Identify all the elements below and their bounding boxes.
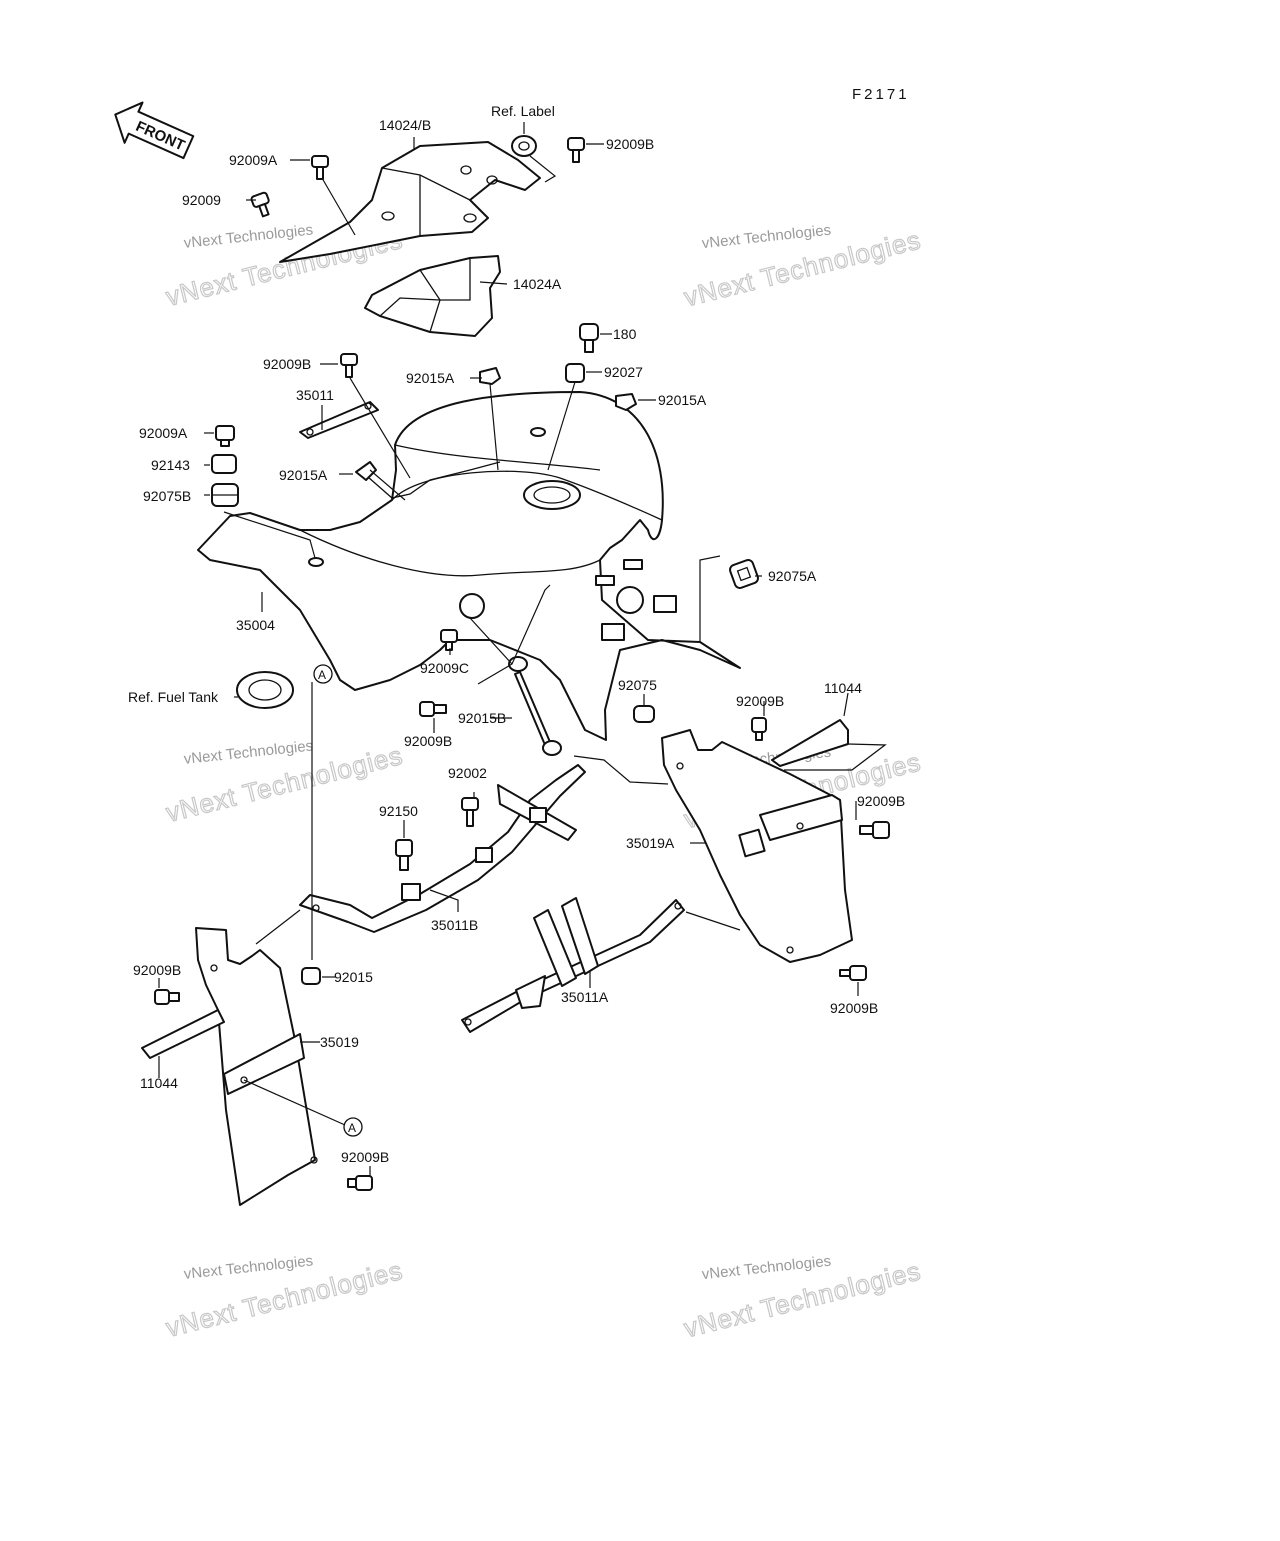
rear-fender — [197, 391, 741, 741]
figure-code: F2171 — [852, 86, 910, 103]
label-92009b-35011: 92009B — [263, 356, 311, 372]
bracket-35011a — [461, 897, 685, 1033]
front-arrow-icon: FRONT — [114, 101, 195, 160]
bar-11044-left — [141, 1009, 225, 1059]
label-14024a: 14024A — [513, 276, 562, 292]
callout-a-upper: A — [313, 664, 333, 684]
label-92009-top: 92009 — [182, 192, 221, 208]
label-92009a-top: 92009A — [229, 152, 278, 168]
watermark-mid-left: vNext Technologies vNext Technologies — [162, 737, 406, 828]
grommet-92075-icon — [633, 705, 655, 723]
part-labels: Ref. Label 14024/B 92009B 92009A 92009 1… — [128, 103, 905, 1165]
label-92015b: 92015B — [458, 710, 506, 726]
label-92015a-left: 92015A — [279, 467, 328, 483]
label-14024b: 14024/B — [379, 117, 431, 133]
bracket-35011b — [299, 764, 586, 933]
svg-text:A: A — [318, 668, 326, 682]
grommet-92075a-icon — [729, 559, 759, 589]
label-92009b-l2: 92009B — [341, 1149, 389, 1165]
label-92075b: 92075B — [143, 488, 191, 504]
label-92009a-left: 92009A — [139, 425, 188, 441]
bolt-92009b-35011-icon — [340, 353, 358, 378]
bolt-92009b-l1-icon — [154, 989, 180, 1005]
seat-bracket-lower — [364, 255, 501, 337]
bolt-92009b-l2-icon — [347, 1175, 373, 1191]
bolt-92009b-top-icon — [567, 137, 585, 163]
fuel-tank-grommet-icon — [236, 671, 294, 709]
bracket-35011 — [299, 401, 379, 439]
collar-92015-icon — [301, 967, 321, 985]
label-180: 180 — [613, 326, 637, 342]
collar-92027-icon — [565, 363, 585, 383]
bolt-92150-icon — [395, 839, 413, 871]
bolt-92009a-left-icon — [215, 425, 235, 447]
label-35011: 35011 — [296, 387, 334, 403]
rod-92015b — [508, 656, 562, 756]
label-35019a: 35019A — [626, 835, 675, 851]
clip-92015a-top — [479, 367, 501, 385]
label-92143: 92143 — [151, 457, 190, 473]
watermark-bottom-right: vNext Technologies vNext Technologies — [680, 1253, 924, 1344]
bolt-92009c-icon — [440, 629, 458, 651]
label-92015a-top: 92015A — [406, 370, 455, 386]
bolt-92009b-r3-icon — [839, 965, 867, 981]
label-92015a-right: 92015A — [658, 392, 707, 408]
label-11044-right: 11044 — [824, 680, 862, 696]
label-11044-left: 11044 — [140, 1075, 178, 1091]
label-35011b: 35011B — [431, 917, 478, 933]
callout-a-lower: A — [343, 1117, 363, 1137]
label-92075a: 92075A — [768, 568, 817, 584]
clip-92015a-right — [615, 393, 637, 411]
bolt-92009b-fender-icon — [419, 701, 447, 717]
bolt-92009-top-icon — [250, 191, 270, 218]
svg-text:vNext Technologies: vNext Technologies — [183, 737, 314, 767]
bar-11044-right — [771, 719, 887, 771]
seat-bracket-upper — [279, 141, 541, 263]
label-92002: 92002 — [448, 765, 487, 781]
clip-92015a-left — [355, 461, 377, 481]
label-ref-label: Ref. Label — [491, 103, 555, 119]
label-92009b-fender: 92009B — [404, 733, 452, 749]
label-92150: 92150 — [379, 803, 418, 819]
bolt-92009b-r1-icon — [751, 717, 767, 741]
label-35004: 35004 — [236, 617, 275, 633]
grommet-92075b-icon — [211, 483, 239, 507]
label-35019: 35019 — [320, 1034, 359, 1050]
bolt-180-icon — [579, 323, 599, 353]
svg-text:A: A — [348, 1121, 356, 1135]
svg-text:vNext Technologies: vNext Technologies — [701, 222, 832, 252]
svg-text:vNext Technologies: vNext Technologies — [183, 1252, 314, 1282]
bolt-92002-icon — [461, 797, 479, 827]
label-92009b-r1: 92009B — [736, 693, 784, 709]
label-92027: 92027 — [604, 364, 643, 380]
left-mud-flap — [195, 927, 318, 1206]
label-92015: 92015 — [334, 969, 373, 985]
collar-92143-icon — [211, 454, 237, 474]
bolt-92009a-top-icon — [311, 155, 329, 180]
leader-lines — [158, 122, 859, 1176]
label-92075: 92075 — [618, 677, 657, 693]
svg-text:vNext Technologies: vNext Technologies — [183, 221, 314, 251]
label-92009c: 92009C — [420, 660, 469, 676]
label-92009b-l1: 92009B — [133, 962, 181, 978]
bolt-92009b-r2-icon — [859, 821, 890, 839]
svg-text:vNext Technologies: vNext Technologies — [701, 1253, 832, 1283]
label-ref-fuel-tank: Ref. Fuel Tank — [128, 689, 219, 705]
watermark-top-right: vNext Technologies vNext Technologies — [680, 222, 924, 313]
label-92009b-top: 92009B — [606, 136, 654, 152]
label-92009b-r2: 92009B — [857, 793, 905, 809]
ref-label-icon — [511, 135, 537, 157]
right-mud-flap — [661, 729, 853, 963]
label-92009b-r3: 92009B — [830, 1000, 878, 1016]
watermark-bottom-left: vNext Technologies vNext Technologies — [162, 1252, 406, 1343]
label-35011a: 35011A — [561, 989, 609, 1005]
